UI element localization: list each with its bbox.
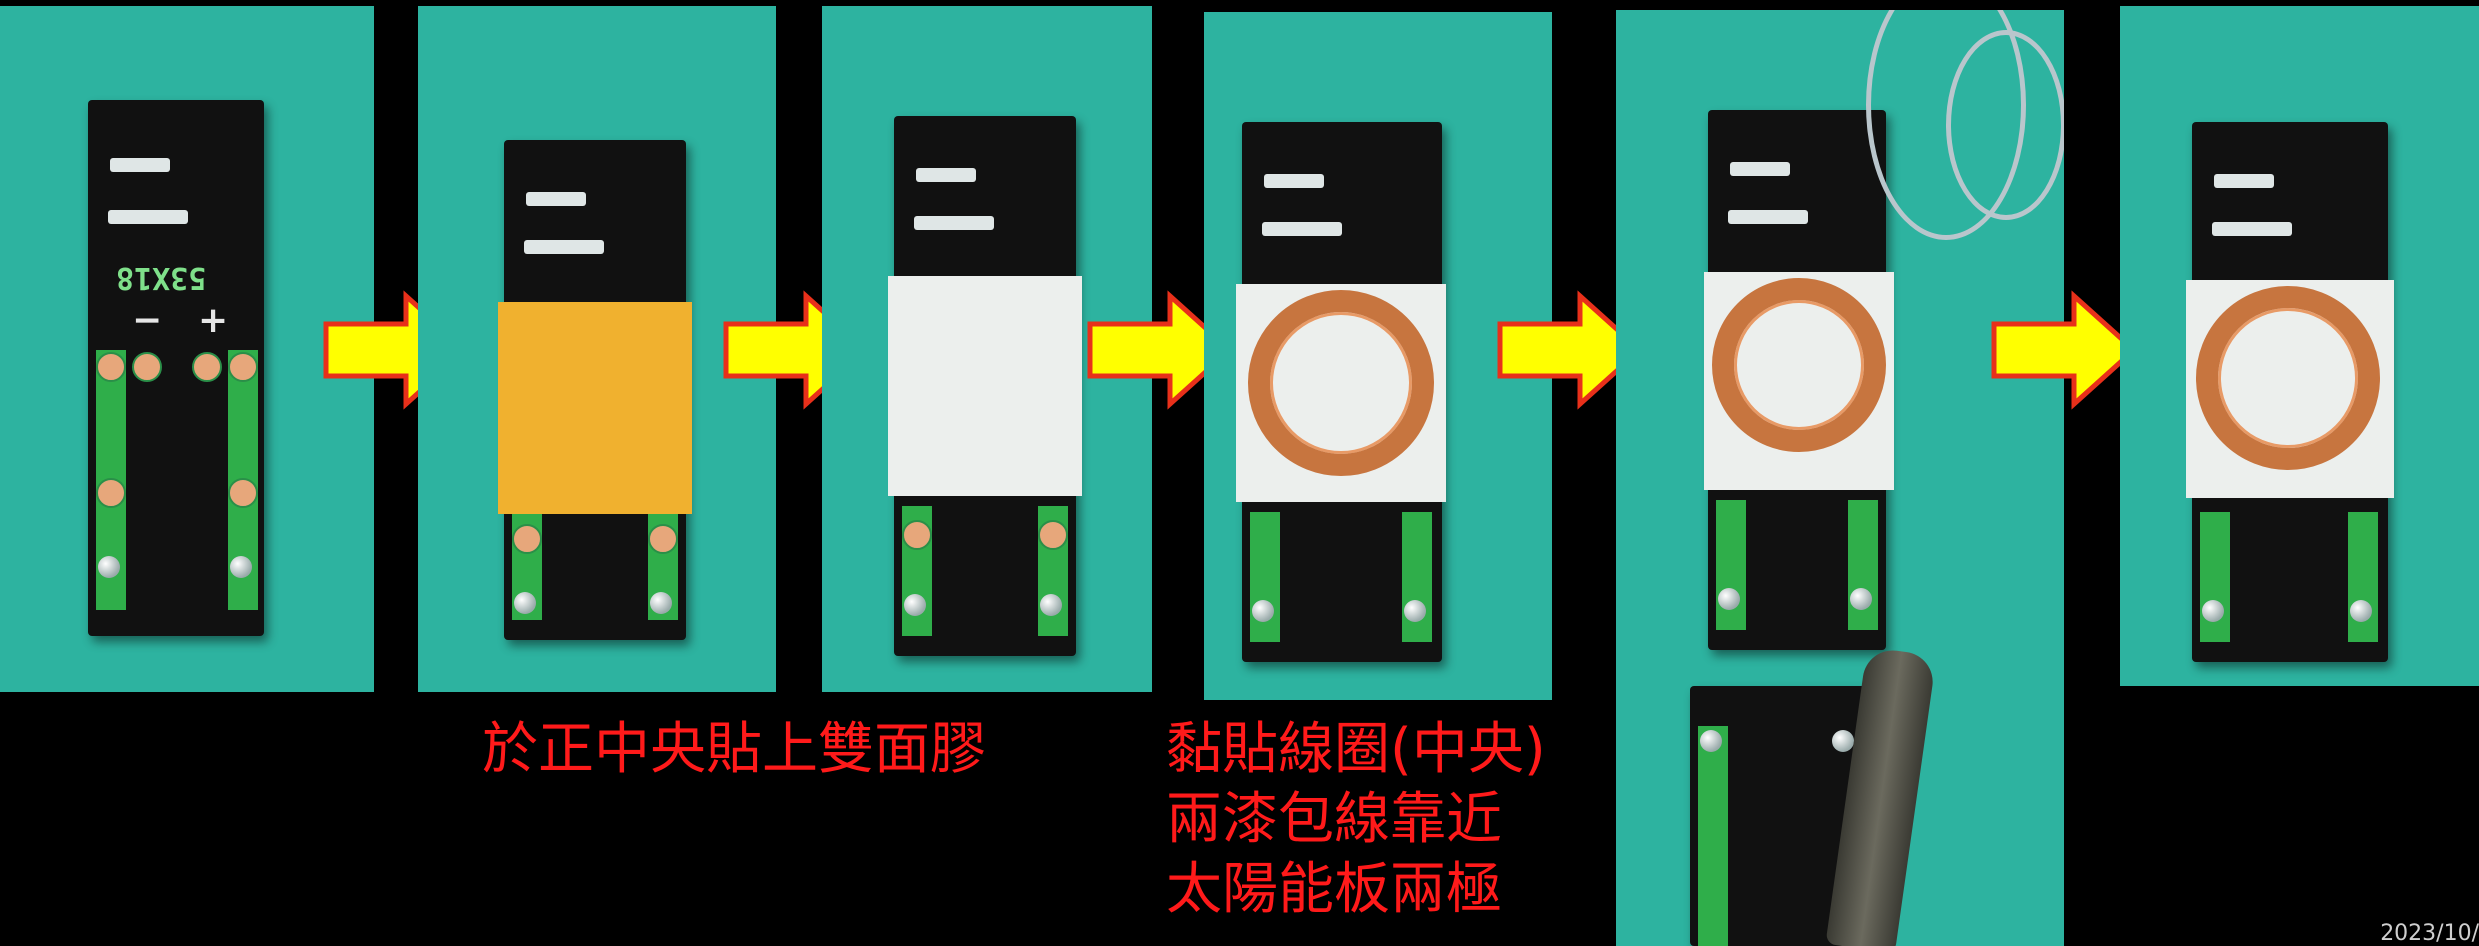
tab [526,192,586,206]
contact-pad [192,352,222,382]
tab [914,216,994,230]
double-sided-tape [498,302,692,514]
solder-joint [98,556,120,578]
tab [1264,174,1324,188]
right-contact-strip [2348,512,2378,642]
photo-step5-soldering [1616,10,2064,946]
left-contact-strip [1716,500,1746,630]
minus-sign: − [132,300,163,341]
plus-sign: + [198,300,229,341]
solar-cell: 53X18 − + [88,100,264,636]
solder-joint [2350,600,2372,622]
solder-joint [1404,600,1426,622]
tab [524,240,604,254]
tab [2214,174,2274,188]
tab [2212,222,2292,236]
solder-joint [1700,730,1722,752]
photo-step6-finished [2120,6,2479,686]
date-stamp: 2023/10/ [2380,921,2479,946]
tab [108,210,188,224]
left-contact-strip [1250,512,1280,642]
contact-pad [228,478,258,508]
tab [1730,162,1790,176]
contact-pad [902,520,932,550]
left-contact-strip [2200,512,2230,642]
solder-joint [650,592,672,614]
solder-joint [230,556,252,578]
contact-pad [1038,520,1068,550]
tab [1262,222,1342,236]
contact-pad [132,352,162,382]
contact-pad [648,524,678,554]
copper-coil [1248,290,1434,476]
contact-pad [96,352,126,382]
tape-backing [888,276,1082,496]
solder-joint [1832,730,1854,752]
copper-coil [2196,286,2380,470]
tab [1728,210,1808,224]
arrow-right-icon [1497,290,1644,410]
solder-joint [1040,594,1062,616]
photo-step1-bare-cell: 53X18 − + [0,6,374,692]
caption-step2: 於正中央貼上雙面膠 [482,717,986,782]
arrow-right-icon [1991,290,2138,410]
contact-pad [512,524,542,554]
contact-pad [228,352,258,382]
cell-silkscreen: 53X18 [116,260,207,295]
tab [110,158,170,172]
tab [916,168,976,182]
solder-wire [1946,30,2064,220]
right-contact-strip [1402,512,1432,642]
photo-step4-coil [1204,12,1552,698]
photo-step4-tip [1204,690,1552,700]
photo-step2-tape [418,6,776,692]
solder-joint [1850,588,1872,610]
solder-joint [2202,600,2224,622]
contact-pad [96,478,126,508]
solder-joint [1718,588,1740,610]
caption-step4-line1: 黏貼線圈(中央) [1166,717,1546,782]
left-contact-strip [1698,726,1728,946]
solder-joint [904,594,926,616]
solder-joint [1252,600,1274,622]
solder-joint [514,592,536,614]
arrow-right-icon [1087,290,1234,410]
copper-coil [1712,278,1886,452]
caption-step4-line2: 兩漆包線靠近 [1166,787,1502,852]
caption-step4-line3: 太陽能板兩極 [1166,857,1502,922]
right-contact-strip [1848,500,1878,630]
